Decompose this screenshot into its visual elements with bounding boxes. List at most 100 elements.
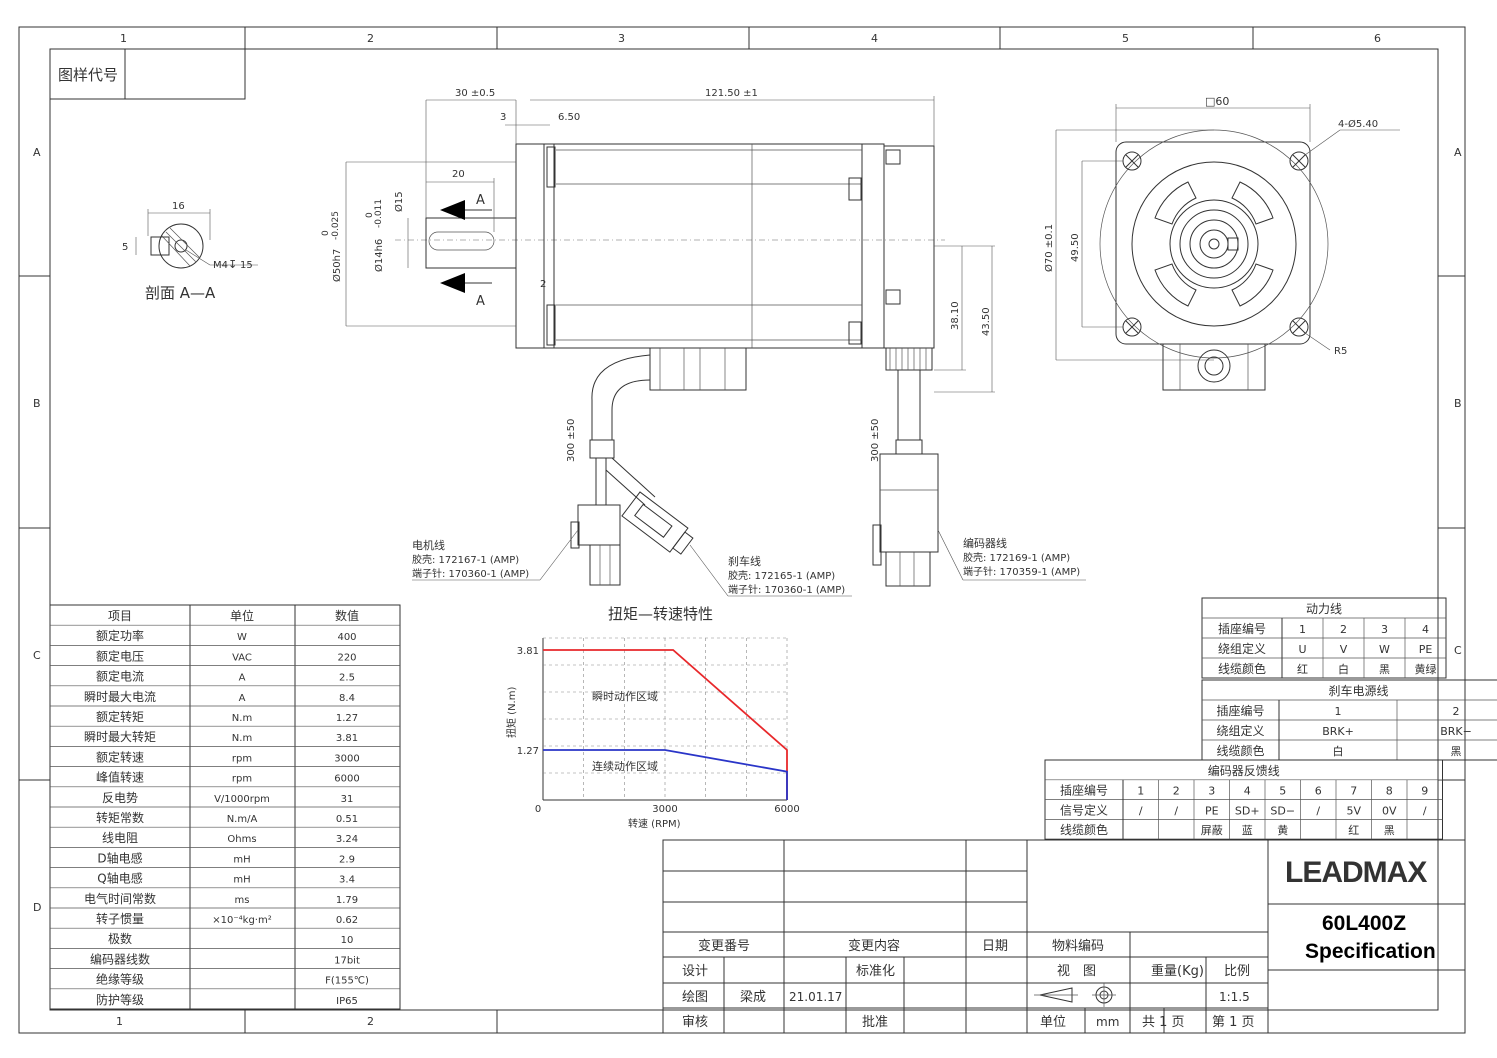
param-cell: 1.79 — [336, 895, 358, 906]
wire-table-cell: 3 — [1208, 785, 1215, 798]
tb-draw-date: 21.01.17 — [789, 990, 842, 1004]
brand-logo: LEADMAX — [1285, 856, 1427, 889]
chart-ylabel: 扭矩 (N.m) — [505, 687, 518, 738]
col-label: 2 — [367, 1015, 374, 1028]
param-cell: 31 — [341, 794, 354, 805]
param-cell: N.m — [232, 713, 252, 724]
param-cell: 峰值转速 — [96, 770, 144, 785]
title-block: 变更番号 变更内容 日期 物料编码 设计 标准化 视 图 重量(Kg) 比例 绘… — [662, 839, 1466, 1034]
wire-table-cell: 白 — [1333, 744, 1344, 758]
dim-shaft-tol-bot: -0.011 — [374, 199, 384, 228]
param-header: 数值 — [335, 608, 359, 623]
dim-shaft-length: 30 ±0.5 — [455, 88, 495, 99]
row-label: A — [33, 146, 41, 159]
tb-total-pages: 共 1 页 — [1142, 1015, 1185, 1030]
wire-table-cell: 5V — [1346, 804, 1361, 817]
wire-table-cell: BRK− — [1440, 725, 1472, 738]
connector-notes: 电机线 胶壳: 172167-1 (AMP) 端子针: 170360-1 (AM… — [412, 529, 1086, 597]
chart-xlabel: 转速 (RPM) — [628, 817, 681, 830]
section-thread: M4 — [213, 260, 228, 271]
param-cell: V/1000rpm — [214, 794, 270, 805]
wire-table-cell: 1 — [1299, 623, 1306, 636]
section-mark-bottom: A — [476, 294, 485, 309]
wire-table-cell: 6 — [1315, 785, 1322, 798]
param-cell: 转子惯量 — [96, 911, 144, 926]
dim-flange-thk: 3 — [500, 112, 506, 123]
section-width: 16 — [172, 201, 185, 212]
param-cell: 极数 — [108, 931, 132, 946]
dim-gap: 2 — [540, 279, 546, 290]
chart-y-tick: 3.81 — [517, 646, 539, 657]
wire-table-cell: 线缆颜色 — [1216, 743, 1264, 758]
dim-inner: 49.50 — [1070, 233, 1081, 262]
wire-table-cell: 0V — [1382, 804, 1397, 817]
wire-table-cell: W — [1379, 643, 1390, 656]
section-key: 5 — [122, 242, 128, 253]
tb-design: 设计 — [682, 964, 708, 979]
param-cell: 0.62 — [336, 915, 358, 926]
param-cell: 电气时间常数 — [84, 891, 156, 906]
wire-table-cell: 插座编号 — [1060, 783, 1108, 798]
spec-label: Specification — [1305, 940, 1436, 963]
wire-table-cell: 2 — [1173, 785, 1180, 798]
motor-side-view: 30 ±0.5 121.50 ±1 3 6.50 20 Ø15 Ø14h6 0 … — [321, 88, 995, 587]
param-cell: 额定电流 — [96, 669, 144, 684]
param-cell: Ohms — [227, 834, 256, 845]
dim-pilot-tol-bot: -0.025 — [331, 211, 341, 240]
row-label: B — [33, 397, 41, 410]
wire-table-cell: 黑 — [1384, 824, 1395, 837]
param-cell: ×10⁻⁴kg·m² — [212, 915, 271, 926]
projection-symbol-icon — [1034, 983, 1116, 1007]
wire-table-cell: 黄绿 — [1415, 662, 1437, 676]
wire-table-cell: 黄 — [1277, 823, 1288, 837]
tb-change-no: 变更番号 — [698, 938, 750, 954]
param-cell: IP65 — [336, 996, 358, 1007]
wire-table-cell: 9 — [1421, 785, 1428, 798]
wire-table-cell: / — [1423, 804, 1427, 817]
wire-table-cell: 3 — [1381, 623, 1388, 636]
row-label: A — [1454, 146, 1462, 159]
param-cell: 绝缘等级 — [96, 972, 144, 987]
param-cell: 额定功率 — [96, 628, 144, 643]
wire-table-cell: 黑 — [1451, 745, 1462, 758]
region-label-continuous: 连续动作区域 — [592, 759, 658, 773]
dim-pcd: Ø70 ±0.1 — [1043, 224, 1055, 272]
param-cell: mH — [233, 854, 250, 865]
param-cell: 6000 — [334, 774, 359, 785]
dim-cable-len-encoder: 300 ±50 — [870, 419, 881, 462]
tb-standard: 标准化 — [856, 964, 895, 979]
wire-table-title: 编码器反馈线 — [1208, 763, 1280, 778]
param-cell: 220 — [337, 652, 356, 663]
tb-scale: 比例 — [1224, 964, 1250, 979]
wire-table-cell: 插座编号 — [1216, 703, 1264, 718]
wire-table-cell: V — [1340, 643, 1348, 656]
connector-ribs — [889, 348, 927, 370]
dim-holes: 4-Ø5.40 — [1338, 118, 1378, 130]
dim-key-length: 20 — [452, 169, 465, 180]
param-cell: VAC — [232, 652, 252, 663]
wire-table-cell: 4 — [1244, 785, 1251, 798]
param-cell: 17bit — [334, 955, 360, 966]
col-label: 3 — [618, 32, 625, 45]
param-cell: 2.5 — [339, 673, 355, 684]
param-header: 项目 — [108, 609, 132, 623]
model-number: 60L400Z — [1322, 912, 1406, 935]
dim-h2: 43.50 — [981, 307, 992, 336]
torque-speed-chart: 扭矩—转速特性 转速 (RPM) 扭矩 (N.m) 瞬时动作区域 连续动作区域 … — [505, 605, 800, 830]
wire-table-cell: 绕组定义 — [1216, 723, 1264, 738]
param-cell: rpm — [232, 774, 252, 785]
motor-conn-pin: 端子针: 170360-1 (AMP) — [412, 567, 529, 580]
dim-h1: 38.10 — [950, 301, 961, 330]
param-cell: 400 — [337, 632, 356, 643]
brake-conn-title: 刹车线 — [728, 554, 761, 568]
row-label: B — [1454, 397, 1462, 410]
param-cell: 8.4 — [339, 693, 355, 704]
chart-x-tick: 6000 — [774, 804, 799, 815]
wire-table-cell: 插座编号 — [1218, 621, 1266, 636]
wire-table-cell: 屏蔽 — [1201, 824, 1223, 837]
wire-table-cell: 蓝 — [1242, 824, 1253, 837]
col-label: 4 — [871, 32, 878, 45]
param-header: 单位 — [230, 608, 254, 623]
